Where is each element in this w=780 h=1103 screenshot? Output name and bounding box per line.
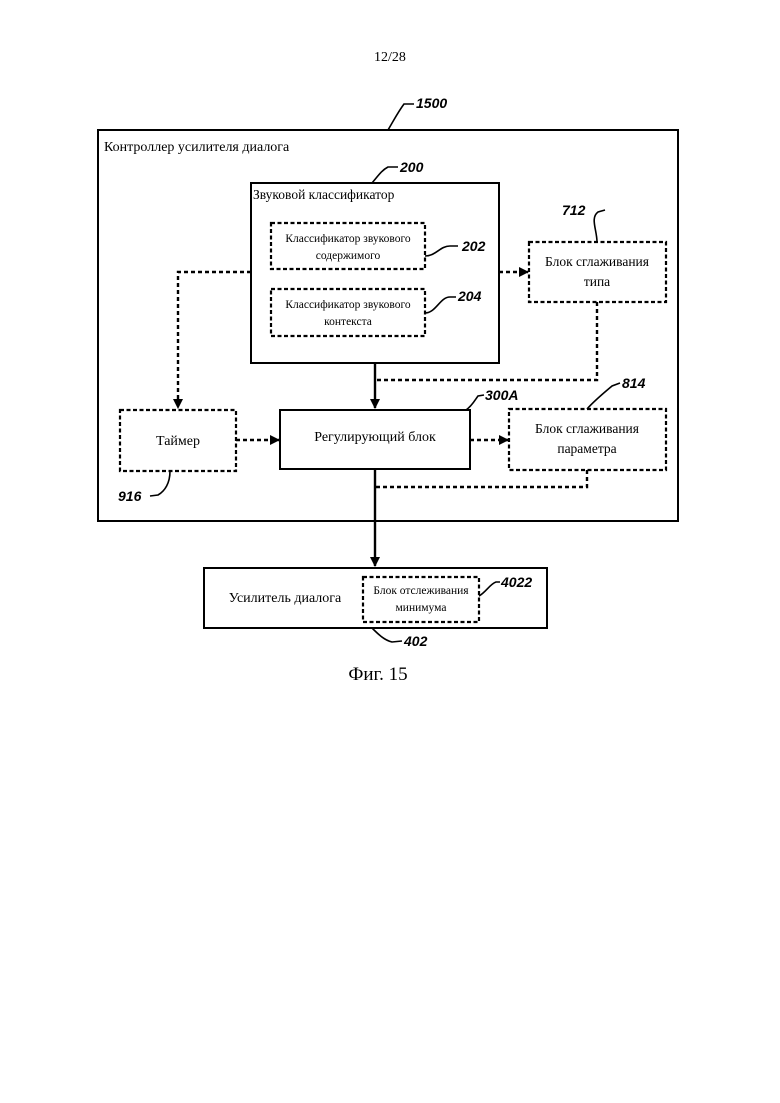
audio-classifier-label: Звуковой классификатор	[253, 187, 395, 202]
type-smoothing-line1: Блок сглаживания	[545, 254, 649, 269]
parameter-smoothing-line2: параметра	[557, 441, 616, 456]
page-number: 12/28	[374, 50, 406, 65]
ref-leader-402	[372, 628, 402, 642]
ref-1500: 1500	[416, 95, 447, 111]
ref-leader-4022	[479, 582, 500, 596]
ref-712: 712	[562, 202, 586, 218]
line-type-smoothing-feedback	[375, 302, 597, 380]
ref-leader-300a	[466, 395, 484, 410]
type-smoothing-line2: типа	[584, 274, 610, 289]
ref-4022: 4022	[500, 574, 532, 590]
minimum-tracker-line1: Блок отслеживания	[373, 585, 469, 597]
ref-202: 202	[461, 238, 486, 254]
ref-204: 204	[457, 288, 482, 304]
line-parameter-smoothing-feedback	[375, 470, 587, 487]
ref-200: 200	[399, 159, 424, 175]
arrow-classifier-to-timer	[178, 272, 251, 408]
content-classifier-line2: содержимого	[316, 250, 381, 262]
content-classifier-box	[271, 223, 425, 269]
parameter-smoothing-line1: Блок сглаживания	[535, 421, 639, 436]
ref-402: 402	[403, 633, 428, 649]
context-classifier-line1: Классификатор звукового	[285, 299, 411, 311]
ref-814: 814	[622, 375, 646, 391]
adjusting-unit-label: Регулирующий блок	[314, 430, 436, 445]
context-classifier-line2: контекста	[324, 316, 372, 328]
ref-leader-814	[587, 383, 620, 409]
ref-300a: 300A	[485, 387, 518, 403]
controller-label: Контроллер усилителя диалога	[104, 140, 290, 155]
ref-leader-202	[425, 246, 458, 256]
ref-916: 916	[118, 488, 142, 504]
type-smoothing-box	[529, 242, 666, 302]
minimum-tracker-box	[363, 577, 479, 622]
minimum-tracker-line2: минимума	[396, 602, 447, 614]
context-classifier-box	[271, 289, 425, 336]
content-classifier-line1: Классификатор звукового	[285, 233, 411, 245]
dialog-enhancer-label: Усилитель диалога	[229, 591, 342, 606]
ref-leader-916	[150, 471, 170, 496]
ref-leader-204	[425, 297, 456, 313]
figure-caption: Фиг. 15	[348, 664, 407, 685]
ref-leader-712	[594, 210, 605, 242]
ref-leader-200	[372, 167, 398, 183]
timer-label: Таймер	[156, 434, 200, 449]
ref-leader-1500	[388, 104, 414, 130]
parameter-smoothing-box	[509, 409, 666, 470]
